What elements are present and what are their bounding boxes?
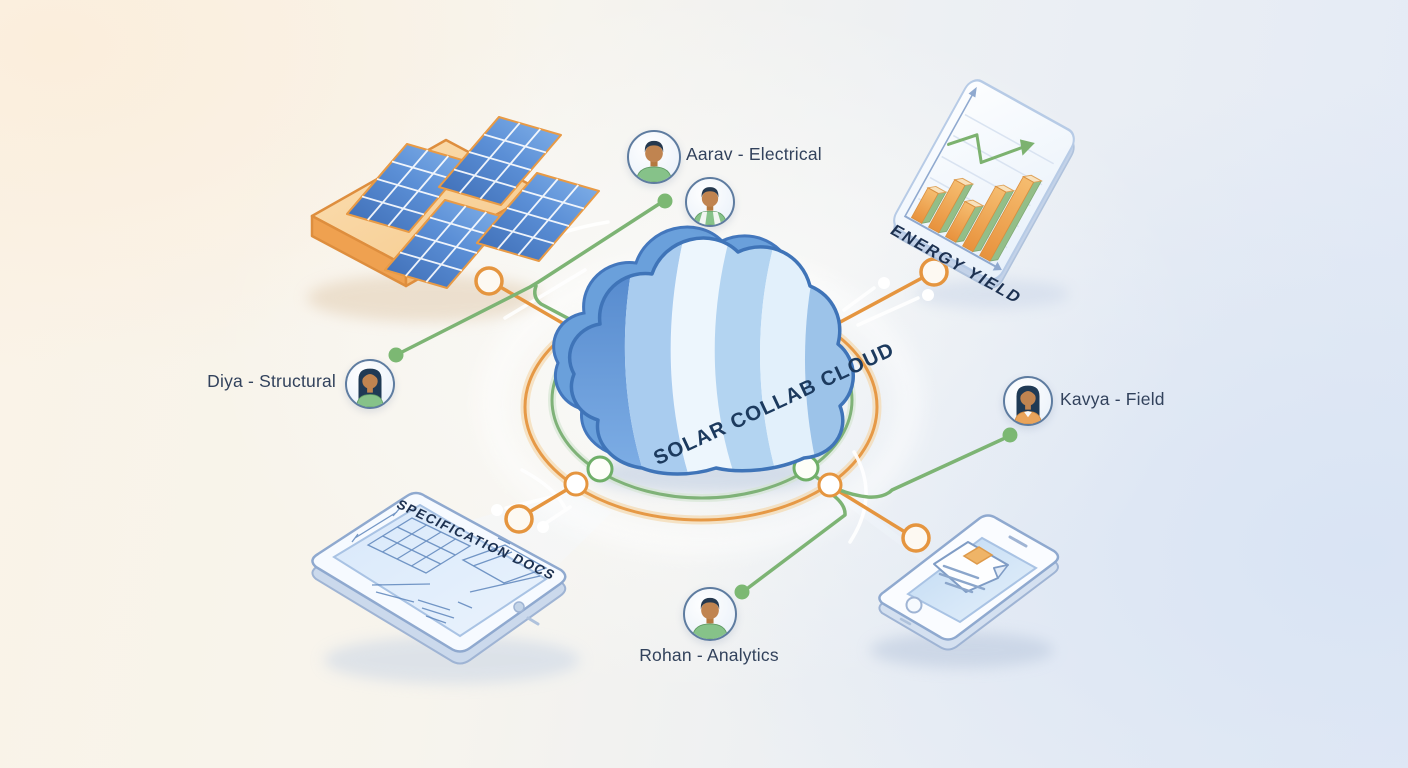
green-terminal-dots [388, 193, 1018, 600]
tablet-illustration [311, 491, 567, 665]
chart-bars [910, 174, 1043, 262]
document-thumbnail [962, 546, 994, 565]
male-person-icon [691, 597, 729, 639]
document-text-lines [938, 564, 986, 594]
cloud-illustration [552, 225, 855, 476]
phone-home-button [905, 596, 923, 614]
phone-speaker [1008, 535, 1028, 548]
female-person-icon [356, 368, 384, 407]
orange-terminal-circles [474, 257, 949, 553]
avatar-aarav-secondary [685, 177, 735, 227]
chart-axes [903, 91, 999, 269]
label-diya: Diya - Structural [207, 371, 336, 391]
avatar-diya [345, 359, 395, 409]
connector-diya-aarav [400, 202, 661, 354]
terminal-circle-tablet [504, 504, 534, 534]
trend-line [947, 133, 1028, 165]
label-rohan: Rohan - Analytics [639, 645, 779, 665]
connector-branch-topleft [533, 284, 592, 332]
label-kavya: Kavya - Field [1060, 389, 1165, 409]
terminal-circle-solar [474, 266, 504, 296]
white-circuit-dots [491, 277, 934, 533]
avatar-kavya [1003, 376, 1053, 426]
terminal-circle-phone [901, 523, 931, 553]
connector-phone [830, 485, 907, 534]
document-card [933, 541, 1009, 594]
tablet-camera [513, 601, 525, 613]
female-person-icon [1014, 385, 1042, 424]
label-aarav: Aarav - Electrical [686, 144, 822, 164]
terminal-circle-chart [919, 257, 949, 287]
connector-energy-chart [829, 276, 924, 329]
avatar-aarav [627, 130, 681, 184]
phone-illustration [878, 514, 1060, 651]
avatar-rohan [683, 587, 737, 641]
energy-yield-chart [893, 79, 1075, 289]
solar-panels-illustration [310, 116, 600, 289]
male-person-icon [635, 140, 673, 182]
trend-arrowhead [1019, 139, 1035, 156]
male-person-icon [693, 187, 727, 225]
blueprint-drawing [351, 507, 548, 624]
